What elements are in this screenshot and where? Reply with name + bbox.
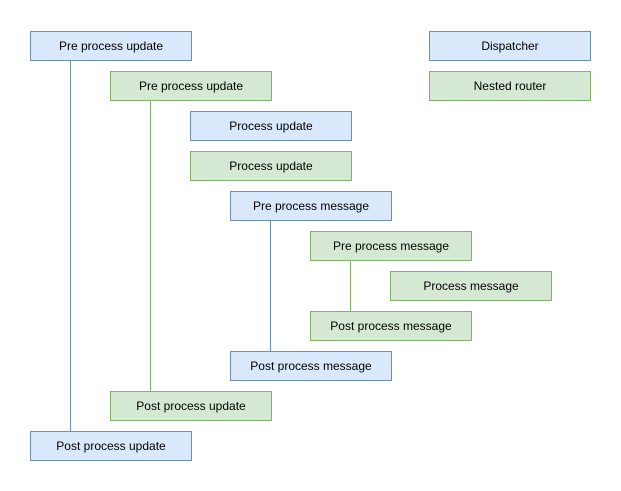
- flow-node[interactable]: Pre process update: [30, 31, 192, 61]
- flow-node[interactable]: Pre process message: [230, 191, 392, 221]
- flow-node-label: Process update: [229, 118, 313, 133]
- flow-node[interactable]: Process update: [190, 111, 352, 141]
- flow-node-label: Pre process message: [332, 238, 450, 253]
- flow-node-label: Post process update: [136, 398, 246, 413]
- flow-node[interactable]: Post process update: [30, 431, 192, 461]
- flow-node-label: Post process message: [250, 358, 372, 373]
- legend-item-label: Dispatcher: [481, 39, 539, 53]
- flow-node[interactable]: Process update: [190, 151, 352, 181]
- legend-item-label: Nested router: [473, 79, 547, 93]
- flow-node-label: Process update: [229, 158, 313, 173]
- flow-node-label: Post process update: [56, 438, 166, 453]
- connector-line: [150, 101, 151, 391]
- flow-node[interactable]: Post process message: [230, 351, 392, 381]
- flow-node[interactable]: Pre process update: [110, 71, 272, 101]
- connector-line: [350, 261, 351, 311]
- flow-node-label: Pre process update: [58, 38, 164, 53]
- flow-node[interactable]: Process message: [390, 271, 552, 301]
- flow-node-label: Process message: [423, 278, 519, 293]
- connector-line: [70, 61, 71, 431]
- flow-node-label: Pre process message: [252, 198, 370, 213]
- legend-item-nested[interactable]: Nested router: [429, 71, 591, 101]
- connector-line: [270, 221, 271, 351]
- legend-item-dispatcher[interactable]: Dispatcher: [429, 31, 591, 61]
- flow-node-label: Pre process update: [138, 78, 244, 93]
- flow-node[interactable]: Post process message: [310, 311, 472, 341]
- flow-node[interactable]: Post process update: [110, 391, 272, 421]
- flow-node-label: Post process message: [330, 318, 452, 333]
- flow-node[interactable]: Pre process message: [310, 231, 472, 261]
